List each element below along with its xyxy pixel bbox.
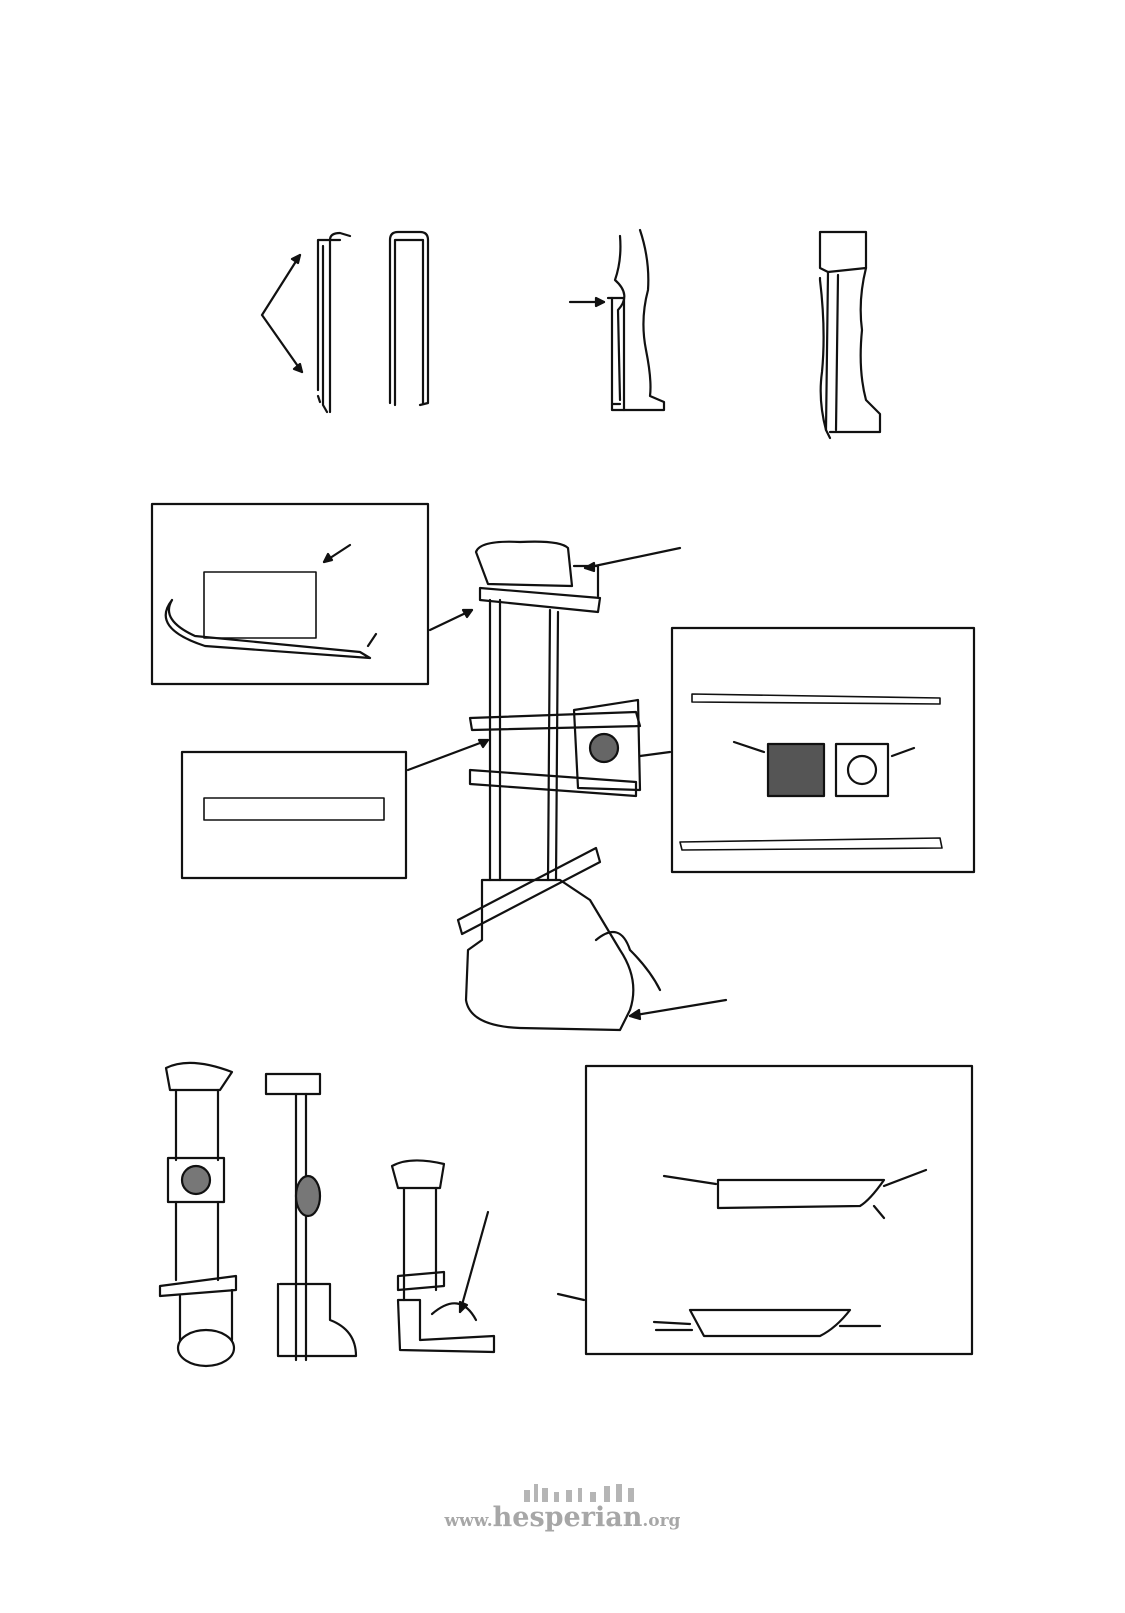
url-name: hesperian: [492, 1502, 643, 1533]
url-prefix: www.: [444, 1511, 493, 1531]
wire-frame-front: [388, 230, 430, 407]
short-brace-with-stirrup: [390, 1159, 496, 1354]
arrows-to-frame: [260, 253, 304, 374]
box-thigh-cuff-parts: [150, 502, 474, 686]
brace-front-view: [158, 1061, 238, 1368]
box-strap: [180, 738, 490, 880]
box-knee-pad-parts: [638, 626, 976, 874]
box-shoe-lifts: [556, 1064, 974, 1356]
hesperian-url[interactable]: www.hesperian.org: [0, 1502, 1125, 1533]
brace-side-view: [264, 1072, 358, 1362]
wire-frame-side: [316, 231, 352, 414]
full-leg-brace: [456, 540, 728, 1032]
long-leg-brace: [818, 230, 882, 440]
url-suffix: .org: [642, 1511, 681, 1531]
hesperian-logo-crowd: [524, 1484, 634, 1502]
short-leg-brace: [568, 228, 666, 412]
